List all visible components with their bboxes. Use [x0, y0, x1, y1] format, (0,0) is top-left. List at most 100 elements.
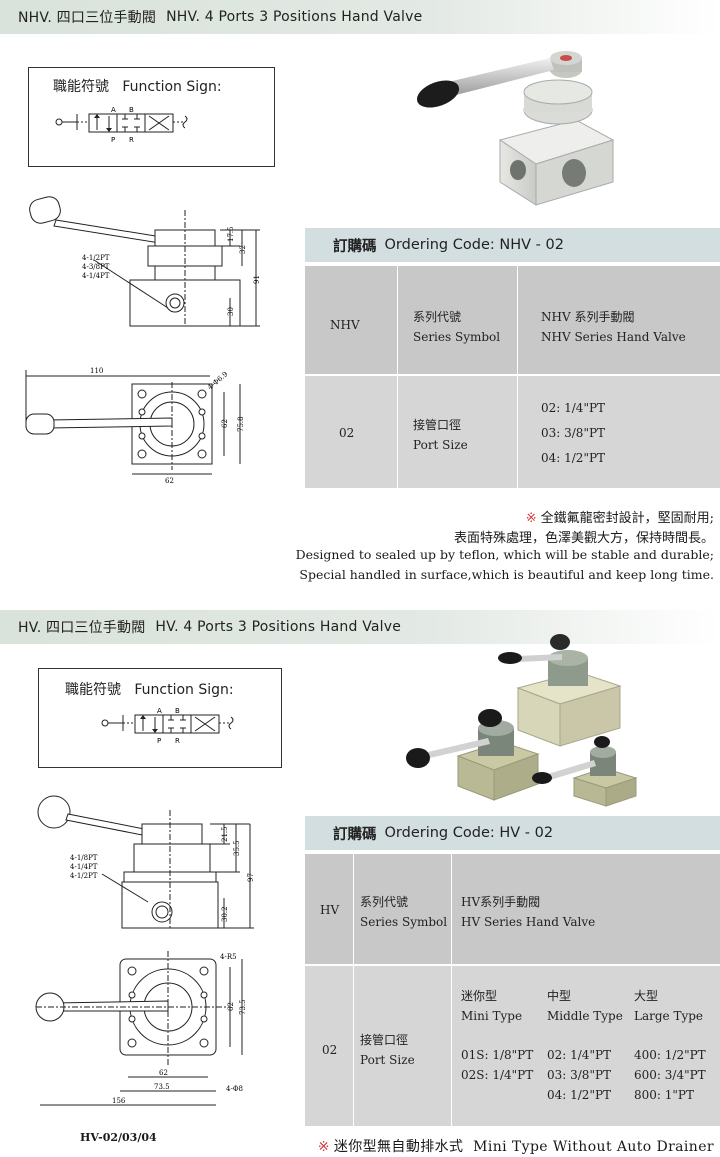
- hv-size-01s: 01S: 1/8"PT: [461, 1048, 534, 1062]
- hv-port-1: 4-1/8PT: [70, 854, 98, 862]
- nhv-ordering-code-header: 訂購碼 Ordering Code: NHV - 02: [305, 228, 720, 262]
- hv-large-en: Large Type: [634, 1009, 704, 1024]
- nhv-series-value: NHV 系列手動閥 NHV Series Hand Valve: [541, 307, 686, 348]
- nhv-header-cn: NHV. 四口三位手動閥: [18, 10, 157, 26]
- hv-top-drawing: 62 73.5 156 62 73.5 4-R5 4-Φ8: [35, 951, 247, 1106]
- nhv-dim-75-8: 75.8: [237, 416, 245, 432]
- nhv-code-port: 02: [339, 426, 355, 440]
- nhv-note-en-1: Designed to sealed up by teflon, which w…: [295, 547, 714, 562]
- hv-size-800: 800: 1"PT: [634, 1088, 694, 1102]
- hv-model-caption: HV-02/03/04: [80, 1131, 157, 1144]
- nhv-dim-hole: 4-Φ6.9: [206, 370, 229, 391]
- nhv-port-2: 4-3/8PT: [82, 263, 110, 271]
- hv-large-type: 大型 Large Type: [634, 986, 703, 1027]
- hv-series-value-cn: HV系列手動閥: [461, 895, 541, 909]
- hv-code-port: 02: [322, 1043, 338, 1057]
- nhv-port-sizes: 02: 1/4"PT 03: 3/8"PT 04: 1/2"PT: [541, 396, 605, 471]
- hv-valve-large: [498, 634, 622, 747]
- hv-col-divider-2: [451, 854, 452, 1126]
- hv-row-series: [305, 854, 720, 964]
- hv-mini-sizes: 01S: 1/8"PT 02S: 1/4"PT: [461, 1045, 533, 1085]
- nhv-port-label: 接管口徑 Port Size: [413, 415, 468, 456]
- hv-dim-hole: 4-Φ8: [226, 1085, 243, 1093]
- nhv-dim-17-5: 17.5: [227, 226, 235, 242]
- hv-size-02s: 02S: 1/4"PT: [461, 1068, 534, 1082]
- hv-valve-symbol: A B P R: [101, 707, 234, 745]
- nhv-side-drawing: 17.5 32 91 30 4-1/2PT 4-3/8PT 4-1/4PT: [29, 196, 261, 327]
- hv-sign-title-cn: 職能符號: [65, 682, 121, 698]
- hv-code-series: HV: [320, 903, 340, 917]
- hv-size-400: 400: 1/2"PT: [634, 1048, 706, 1062]
- nhv-note-cn-1: ※全鐵氟龍密封設計，堅固耐用;: [525, 511, 714, 526]
- hv-middle-cn: 中型: [547, 989, 572, 1003]
- hv-dim-62-side: 62: [227, 1002, 235, 1011]
- hv-valve-middle: [406, 709, 540, 801]
- nhv-size-03: 03: 3/8"PT: [541, 426, 606, 440]
- hv-series-label: 系列代號 Series Symbol: [360, 892, 447, 933]
- hv-dim-r5: 4-R5: [220, 953, 237, 961]
- hv-dim-35-5: 35.5: [233, 840, 241, 856]
- hv-sym-b: B: [175, 707, 180, 715]
- hv-port-3: 4-1/2PT: [70, 872, 98, 880]
- nhv-sym-p: P: [111, 136, 115, 144]
- hv-valve-mini: [532, 736, 638, 807]
- nhv-header-en: NHV. 4 Ports 3 Positions Hand Valve: [166, 9, 423, 25]
- hv-note-mark: ※: [317, 1139, 330, 1155]
- hv-middle-type: 中型 Middle Type: [547, 986, 623, 1027]
- hv-note-cn: 迷你型無自動排水式: [333, 1139, 464, 1155]
- hv-mini-cn: 迷你型: [461, 989, 498, 1003]
- hv-ordering-cn: 訂購碼: [333, 826, 377, 843]
- hv-port-label-en: Port Size: [360, 1053, 415, 1068]
- nhv-product-photo: [416, 51, 615, 206]
- hv-dim-73-5-side: 73.5: [239, 999, 247, 1015]
- hv-dim-30-2: 30.2: [221, 906, 229, 922]
- hv-ordering-en: Ordering Code: HV - 02: [384, 825, 554, 841]
- nhv-function-sign-box: 職能符號 Function Sign: A B P R: [28, 67, 275, 167]
- nhv-port-1: 4-1/2PT: [82, 254, 110, 262]
- hv-dim-73-5-bottom: 73.5: [154, 1083, 170, 1091]
- hv-series-value-en: HV Series Hand Valve: [461, 915, 596, 930]
- nhv-dim-32: 32: [239, 245, 247, 254]
- nhv-series-value-en: NHV Series Hand Valve: [541, 330, 686, 345]
- nhv-size-02: 02: 1/4"PT: [541, 401, 606, 415]
- hv-middle-sizes: 02: 1/4"PT 03: 3/8"PT 04: 1/2"PT: [547, 1045, 611, 1105]
- nhv-dim-62-side: 62: [221, 419, 229, 428]
- nhv-note-cn-2: 表面特殊處理，色澤美觀大方，保持時間長。: [453, 531, 714, 546]
- nhv-row-series: [305, 266, 720, 374]
- hv-port-label: 接管口徑 Port Size: [360, 1030, 415, 1071]
- hv-footnote: ※迷你型無自動排水式 Mini Type Without Auto Draine…: [318, 1136, 714, 1156]
- hv-series-label-en: Series Symbol: [360, 915, 448, 930]
- hv-side-drawing: 21.5 35.5 97 30.2 4-1/8PT 4-1/4PT 4-1/2P…: [37, 795, 255, 930]
- hv-middle-en: Middle Type: [547, 1009, 623, 1024]
- nhv-series-label-cn: 系列代號: [413, 310, 462, 324]
- nhv-dim-91: 91: [253, 275, 261, 284]
- nhv-sym-r: R: [129, 136, 134, 144]
- nhv-port-3: 4-1/4PT: [82, 272, 110, 280]
- nhv-col-divider-1: [397, 266, 398, 488]
- hv-row-port: [305, 966, 720, 1126]
- nhv-valve-symbol: A B P R: [55, 106, 188, 144]
- nhv-size-04: 04: 1/2"PT: [541, 451, 606, 465]
- hv-port-2: 4-1/4PT: [70, 863, 98, 871]
- nhv-top-drawing: 110 62 62 75.8 4-Φ6.9: [25, 367, 245, 485]
- hv-large-sizes: 400: 1/2"PT 600: 3/4"PT 800: 1"PT: [634, 1045, 706, 1105]
- nhv-series-label-en: Series Symbol: [413, 330, 501, 345]
- hv-header-en: HV. 4 Ports 3 Positions Hand Valve: [155, 619, 402, 635]
- nhv-note-en-2: Special handled in surface,which is beau…: [299, 567, 714, 582]
- hv-sym-r: R: [175, 737, 180, 745]
- nhv-port-label-cn: 接管口徑: [413, 418, 462, 432]
- hv-product-photo: [406, 634, 638, 807]
- nhv-row-port: [305, 376, 720, 488]
- hv-sym-p: P: [157, 737, 161, 745]
- hv-size-03: 03: 3/8"PT: [547, 1068, 612, 1082]
- nhv-col-divider-2: [517, 266, 518, 488]
- nhv-sign-title-en: Function Sign:: [122, 79, 222, 95]
- hv-header-cn: HV. 四口三位手動閥: [18, 620, 146, 636]
- nhv-series-value-cn: NHV 系列手動閥: [541, 310, 635, 324]
- nhv-sign-title-cn: 職能符號: [53, 79, 109, 95]
- hv-mini-en: Mini Type: [461, 1009, 523, 1024]
- hv-series-value: HV系列手動閥 HV Series Hand Valve: [461, 892, 595, 933]
- nhv-port-label-en: Port Size: [413, 438, 468, 453]
- hv-size-600: 600: 3/4"PT: [634, 1068, 706, 1082]
- hv-ordering-code-header: 訂購碼 Ordering Code: HV - 02: [305, 816, 720, 850]
